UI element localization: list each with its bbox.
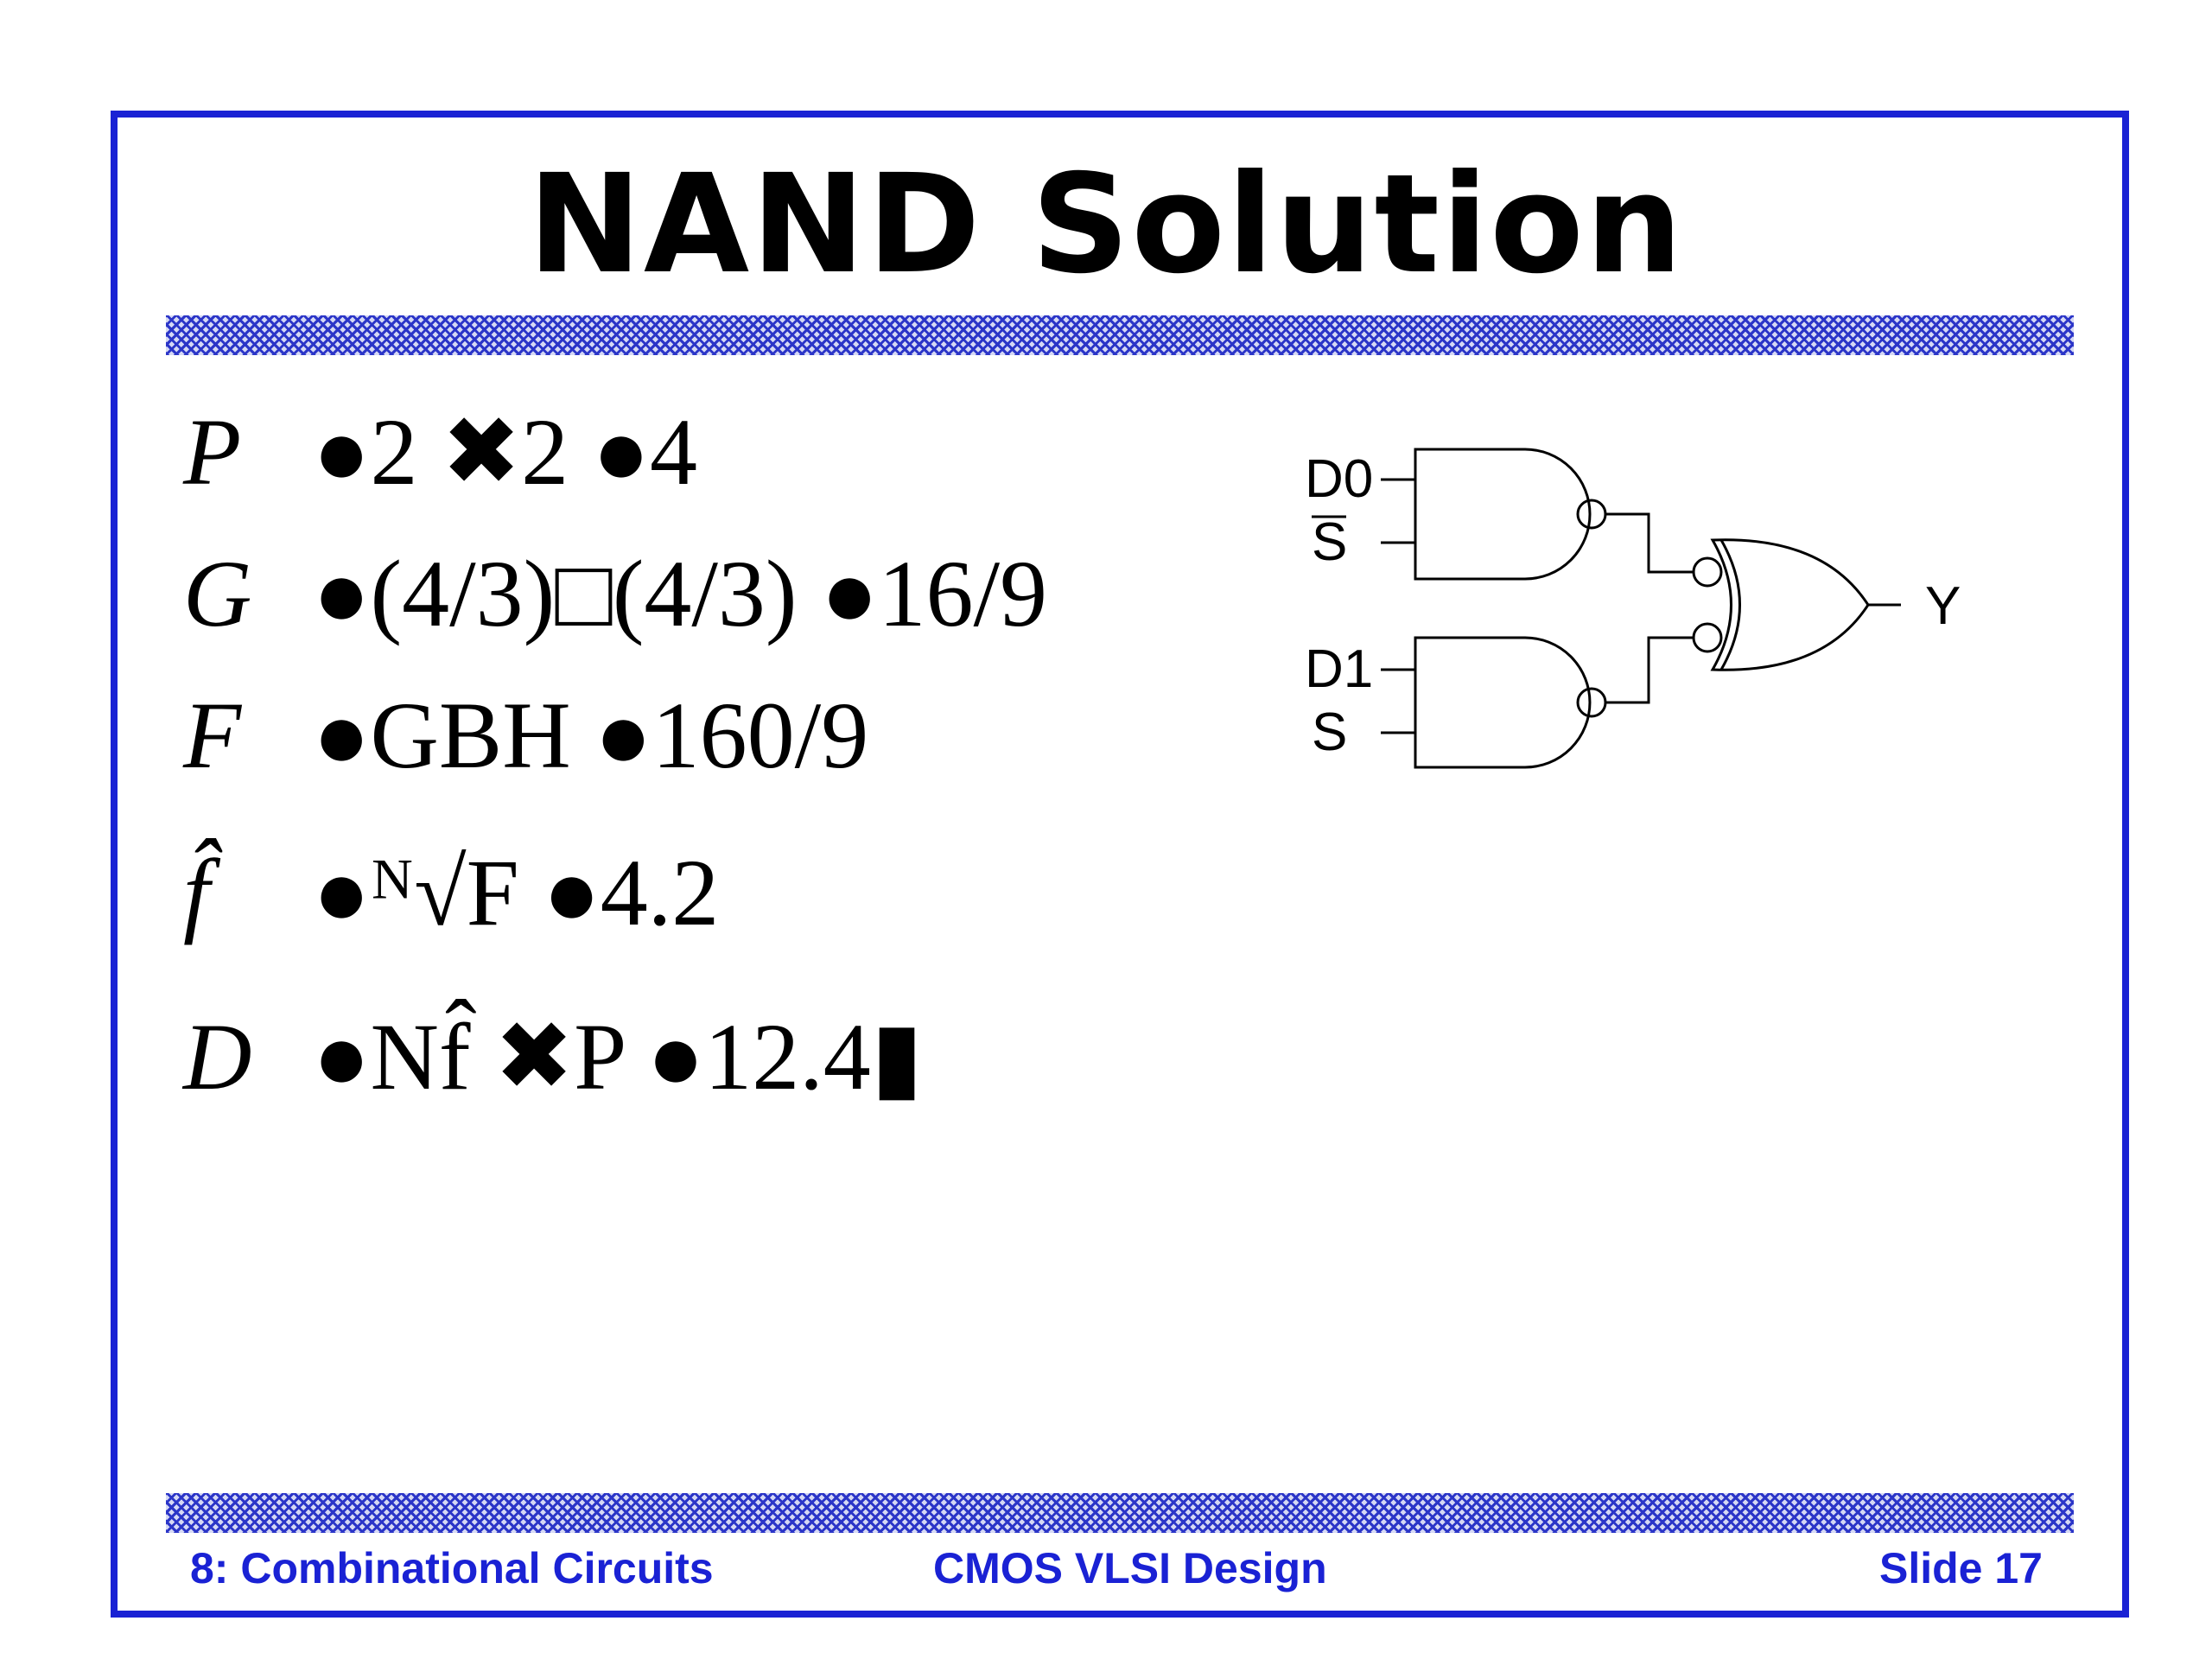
mux-circuit-diagram: D0 S D1 S Y	[1305, 448, 1961, 769]
equation-lhs: D	[183, 1004, 252, 1109]
equation-rhs: ●2 ✖2 ●4	[313, 399, 698, 505]
equation-rhs: ●ᴺ√F ●4.2	[313, 840, 720, 945]
equation-lhs: F	[183, 683, 242, 788]
input-label-d0: D0	[1305, 449, 1373, 509]
footer-course: CMOS VLSI Design	[933, 1544, 1327, 1592]
equation-logical-effort: G●(4/3)□(4/3) ●16/9	[183, 546, 1047, 641]
input-label-s: S	[1312, 702, 1347, 762]
slide-frame	[111, 111, 2129, 1618]
equation-stage-effort: f̂●ᴺ√F ●4.2	[183, 845, 719, 940]
footer-slide-number: Slide 17	[1879, 1544, 2043, 1592]
or-gate-inverted-inputs	[1692, 538, 1870, 671]
equation-lhs: P	[183, 399, 242, 505]
title-divider	[166, 315, 2074, 355]
equation-delay: D●Nf̂ ✖P ●12.4▮	[183, 1009, 923, 1104]
output-label-y: Y	[1925, 576, 1961, 636]
slide-title: NAND Solution	[527, 145, 1685, 304]
input-label-d1: D1	[1305, 639, 1373, 699]
equation-rhs: ●Nf̂ ✖P ●12.4▮	[313, 1004, 924, 1109]
input-label-s-bar: S	[1312, 512, 1347, 572]
footer-divider	[166, 1493, 2074, 1533]
equation-rhs: ●(4/3)□(4/3) ●16/9	[313, 541, 1048, 646]
equation-lhs: G	[183, 541, 252, 646]
equation-rhs: ●GBH ●160/9	[313, 683, 869, 788]
equation-parasitic: P●2 ✖2 ●4	[183, 404, 697, 499]
nand-gate-top	[1414, 448, 1607, 581]
equation-path-effort: F●GBH ●160/9	[183, 688, 868, 783]
equation-lhs: f̂	[183, 840, 210, 945]
footer-chapter: 8: Combinational Circuits	[190, 1544, 714, 1592]
nand-gate-bottom	[1414, 636, 1607, 769]
